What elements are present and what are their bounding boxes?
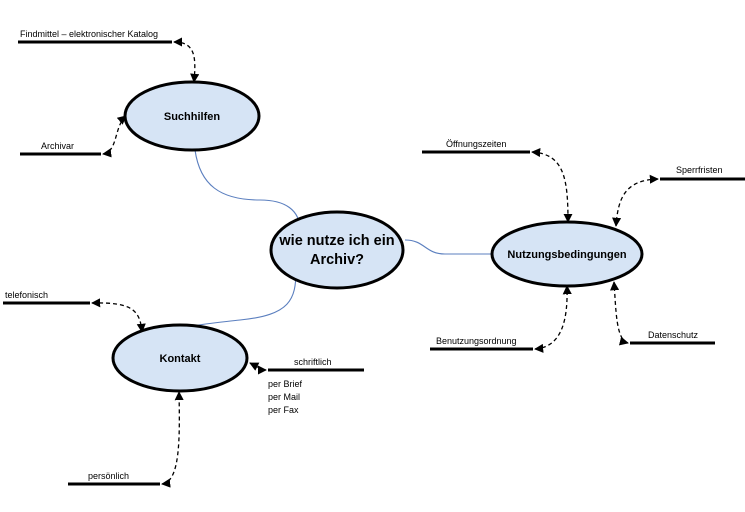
node-label-kontakt: Kontakt bbox=[160, 353, 201, 365]
center-title-line2: Archiv? bbox=[310, 252, 364, 268]
connector-center-nutzungsbedingungen bbox=[404, 239, 495, 255]
node-suchhilfen bbox=[123, 80, 261, 152]
center-title-line1: wie nutze ich ein bbox=[278, 233, 394, 249]
arrow-benutzungsordnung-nutzung bbox=[534, 285, 572, 353]
arrow-oeffnungszeiten-nutzung bbox=[531, 147, 573, 223]
label-oeffnungszeiten: Öffnungszeiten bbox=[446, 139, 506, 149]
node-label-suchhilfen: Suchhilfen bbox=[164, 111, 221, 123]
label-findmittel: Findmittel – elektronischer Katalog bbox=[20, 29, 158, 39]
label-schriftlich: schriftlich bbox=[294, 357, 332, 367]
label-persoenlich: persönlich bbox=[88, 471, 129, 481]
arrow-datenschutz-nutzung bbox=[610, 281, 629, 346]
arrow-telefonisch-kontakt bbox=[91, 298, 146, 333]
label-benutzungsordnung: Benutzungsordnung bbox=[436, 336, 517, 346]
node-center bbox=[269, 210, 405, 290]
node-nutzungsbedingungen bbox=[490, 220, 644, 288]
label-sperrfristen: Sperrfristen bbox=[676, 165, 723, 175]
arrow-schriftlich-kontakt bbox=[249, 362, 267, 375]
label-datenschutz: Datenschutz bbox=[648, 330, 699, 340]
arrow-sperrfristen-nutzung bbox=[612, 174, 659, 227]
node-kontakt bbox=[111, 323, 249, 393]
connector-center-suchhilfen bbox=[194, 149, 301, 231]
label-schriftlich-detail-2: per Mail bbox=[268, 392, 300, 402]
label-schriftlich-detail-3: per Fax bbox=[268, 405, 299, 415]
arrow-findmittel-suchhilfen bbox=[173, 37, 200, 83]
label-archivar: Archivar bbox=[41, 141, 74, 151]
label-schriftlich-detail-1: per Brief bbox=[268, 379, 303, 389]
arrow-persoenlich-kontakt bbox=[161, 391, 184, 488]
arrow-archivar-suchhilfen bbox=[102, 115, 127, 158]
connector-center-kontakt bbox=[179, 269, 297, 334]
label-telefonisch: telefonisch bbox=[5, 290, 48, 300]
node-label-nutzungsbedingungen: Nutzungsbedingungen bbox=[507, 249, 626, 261]
